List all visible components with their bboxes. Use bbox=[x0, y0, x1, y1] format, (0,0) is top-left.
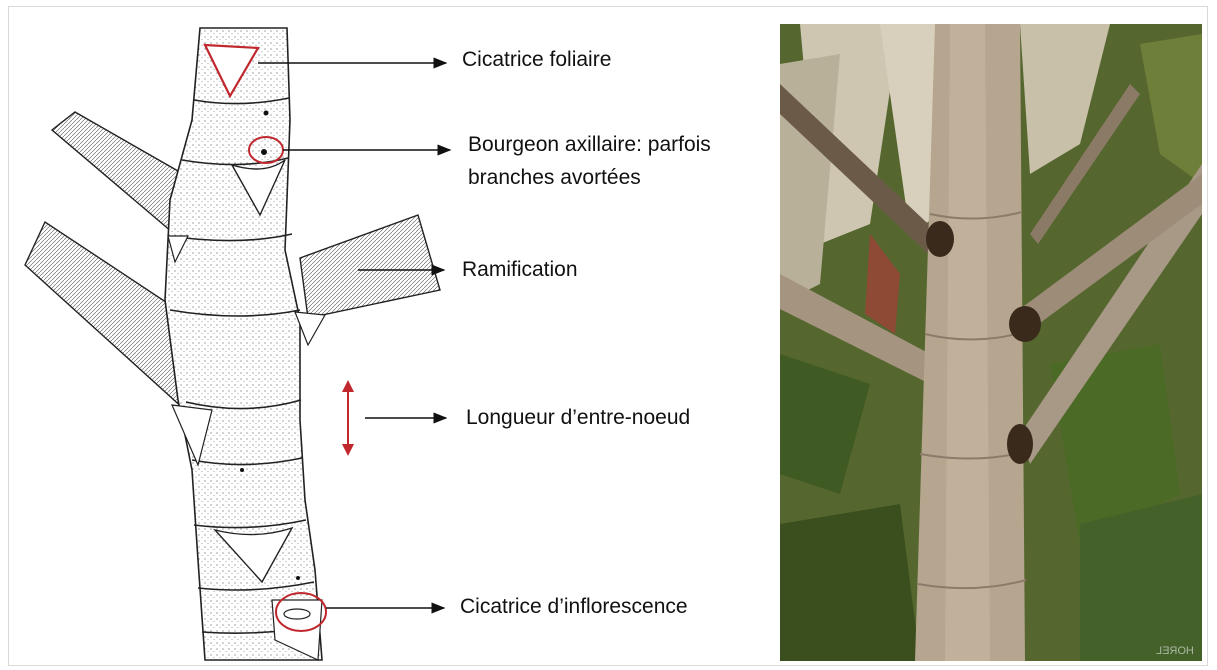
inflorescence-scar bbox=[284, 609, 310, 619]
branch-right bbox=[300, 215, 440, 318]
stem-drawing bbox=[0, 0, 800, 670]
photo-watermark: HOREL bbox=[1156, 645, 1194, 657]
label-axillary-bud-line1: Bourgeon axillaire: parfois bbox=[468, 131, 711, 159]
label-inflorescence-scar: Cicatrice d’inflorescence bbox=[460, 593, 688, 621]
label-branching: Ramification bbox=[462, 256, 578, 284]
label-leaf-scar: Cicatrice foliaire bbox=[462, 46, 611, 74]
photo-illustration bbox=[780, 24, 1202, 661]
stem-photograph: HOREL bbox=[780, 24, 1202, 661]
double-headed-arrow-icon bbox=[342, 380, 354, 456]
axillary-bud-dot bbox=[261, 149, 267, 155]
main-stem bbox=[165, 28, 325, 660]
branch-upper-left bbox=[52, 112, 185, 232]
branch-lower-left bbox=[25, 222, 190, 410]
label-axillary-bud-line2: branches avortées bbox=[468, 164, 641, 192]
label-internode-length: Longueur d’entre-noeud bbox=[466, 404, 690, 432]
